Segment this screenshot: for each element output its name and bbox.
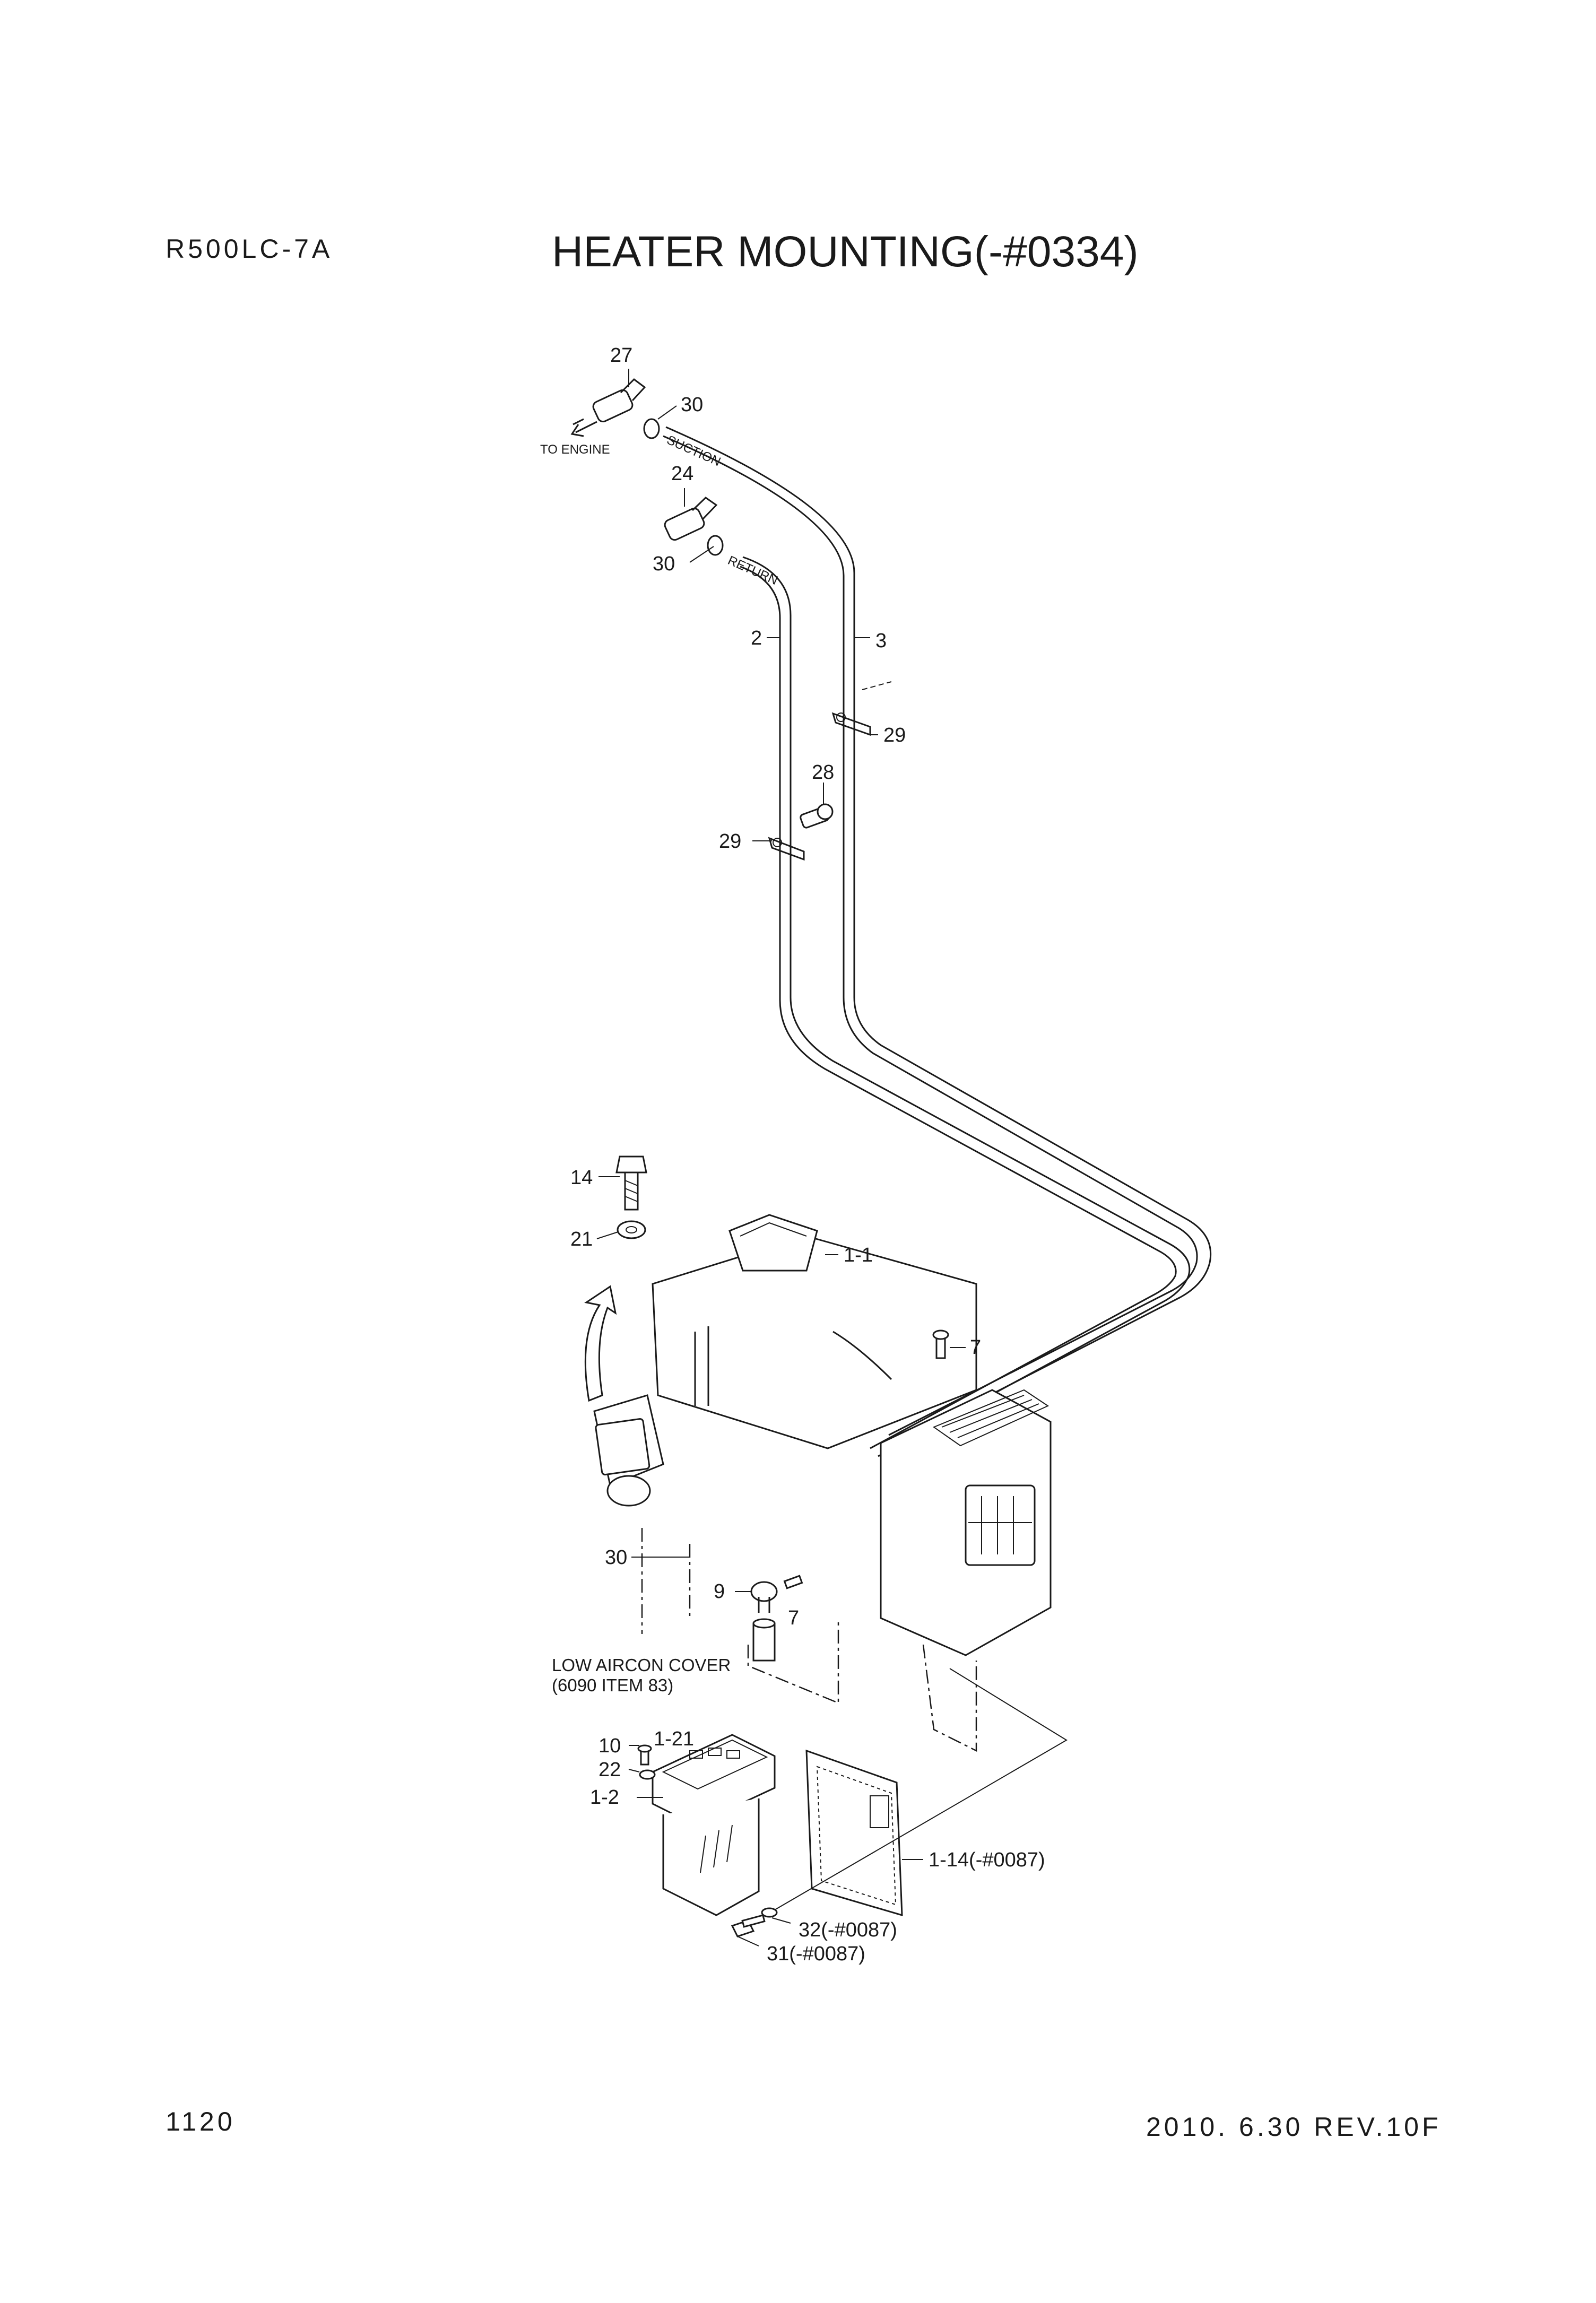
cover-panel-1-14 [805, 1749, 903, 1917]
callout-3: 3 [875, 630, 887, 652]
clamp-30-top [643, 418, 660, 439]
bolt-31 [731, 1914, 766, 1937]
hose-30-lower [752, 1618, 776, 1662]
pipe-3-suction [663, 426, 1212, 1444]
clamp-30-mid [707, 535, 724, 556]
pipe-2-return [740, 556, 1191, 1457]
model-code: R500LC-7A [166, 234, 333, 264]
callout-10: 10 [598, 1735, 621, 1757]
callout-9: 9 [714, 1580, 725, 1603]
clip-29-lower [768, 837, 805, 861]
revision-date: 2010. 6.30 REV.10F [1146, 2112, 1442, 2142]
callout-27: 27 [610, 344, 632, 367]
callout-22: 22 [598, 1759, 621, 1781]
cover-attach-line [774, 1668, 1068, 1910]
callout-32: 32(-#0087) [799, 1919, 897, 1941]
controller-1-2 [652, 1734, 776, 1916]
cock-27 [573, 378, 646, 425]
screw-7-upper [932, 1329, 949, 1359]
callout-24: 24 [671, 463, 693, 485]
cock-24 [664, 497, 718, 541]
washer-32 [761, 1907, 778, 1918]
bolt-14 [615, 1155, 647, 1211]
callout-31: 31(-#0087) [767, 1943, 865, 1965]
callout-21: 21 [570, 1228, 593, 1250]
screw-10 [637, 1744, 652, 1766]
washer-22 [639, 1769, 656, 1780]
screw-7-lower [783, 1575, 803, 1589]
callout-28: 28 [812, 761, 834, 784]
callout-30-lower: 30 [605, 1546, 627, 1569]
callout-2: 2 [751, 627, 762, 649]
page-title: HEATER MOUNTING(-#0334) [552, 228, 1139, 276]
callout-30-mid: 30 [653, 553, 675, 575]
nut-9 [750, 1581, 778, 1613]
callout-1-2: 1-2 [590, 1786, 619, 1809]
heater-unit-1-1 [584, 1214, 1052, 1752]
to-engine-label: TO ENGINE [540, 442, 610, 457]
to-engine-arrow [570, 421, 597, 437]
callout-7-lower: 7 [788, 1607, 799, 1629]
callout-30-top: 30 [681, 394, 703, 416]
callout-14: 14 [570, 1167, 593, 1189]
callout-7-upper: 7 [970, 1336, 981, 1359]
bolt-28 [800, 803, 834, 829]
callout-29-lower: 29 [719, 830, 741, 853]
callout-1-21: 1-21 [654, 1728, 694, 1750]
callout-29-upper: 29 [883, 724, 906, 746]
callout-1-14: 1-14(-#0087) [929, 1849, 1045, 1871]
leader-lines [596, 369, 966, 1946]
callout-1-1: 1-1 [844, 1244, 873, 1266]
clip-29-upper [831, 681, 892, 736]
return-label: RETURN [726, 553, 780, 588]
cover-note-line1: LOW AIRCON COVER [552, 1655, 731, 1675]
cover-note-line2: (6090 ITEM 83) [552, 1675, 673, 1695]
page-number: 1120 [166, 2107, 236, 2136]
washer-21 [617, 1220, 646, 1239]
